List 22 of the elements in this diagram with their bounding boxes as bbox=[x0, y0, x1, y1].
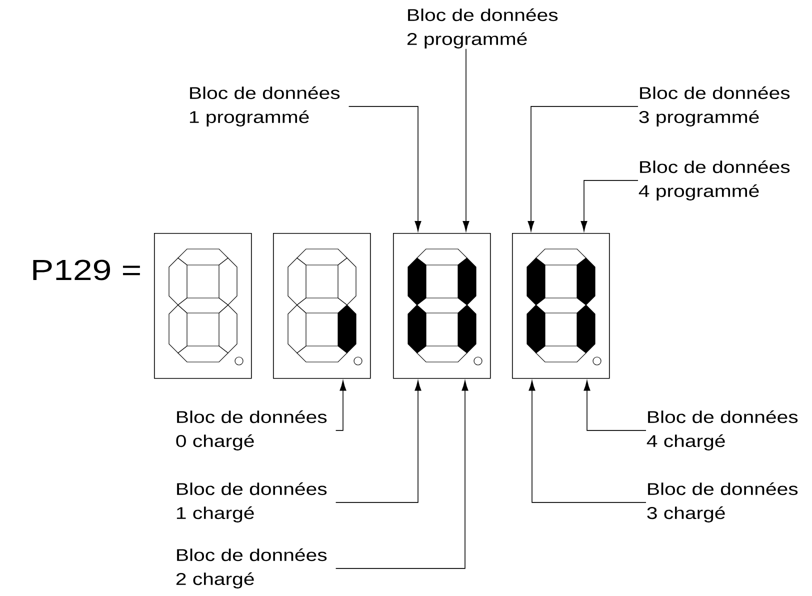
callout-text: Bloc de données 4 programmé bbox=[638, 160, 790, 200]
display-box bbox=[512, 233, 610, 379]
callout-text: Bloc de données 2 programmé bbox=[407, 8, 558, 48]
arrow bbox=[348, 106, 422, 232]
callout-text: Bloc de données 1 programmé bbox=[190, 86, 340, 126]
callout-text: Bloc de données 1 chargé bbox=[176, 482, 327, 522]
callout-text: Bloc de données 3 programmé bbox=[639, 86, 790, 126]
arrow bbox=[462, 48, 470, 232]
callout-text: Bloc de données 4 chargé bbox=[646, 410, 798, 450]
display-box bbox=[273, 233, 371, 379]
arrow bbox=[335, 380, 346, 431]
callout-text: Bloc de données 3 chargé bbox=[647, 482, 798, 522]
callout-text: Bloc de données 0 chargé bbox=[176, 410, 327, 450]
arrow bbox=[580, 180, 638, 232]
arrow bbox=[335, 380, 468, 569]
display-box bbox=[154, 233, 252, 379]
arrow bbox=[528, 380, 646, 503]
arrow bbox=[335, 380, 422, 503]
arrow bbox=[584, 380, 646, 431]
display-box bbox=[393, 233, 491, 379]
callout-text: Bloc de données 2 chargé bbox=[176, 548, 327, 588]
arrow bbox=[528, 106, 638, 232]
